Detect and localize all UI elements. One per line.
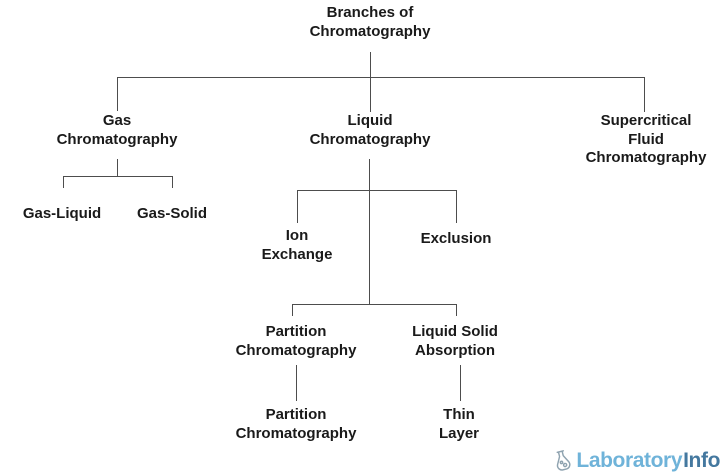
node-thin-layer: Thin Layer bbox=[438, 406, 480, 442]
connector-partition2-stem bbox=[296, 365, 297, 401]
node-partition-chromatography: Partition Chromatography bbox=[235, 323, 357, 359]
connector-gas-liquid-drop bbox=[63, 176, 64, 188]
connector-gas-solid-drop bbox=[172, 176, 173, 188]
laboratoryinfo-watermark[interactable]: Laboratory Info bbox=[550, 448, 720, 473]
watermark-text-laboratory: Laboratory bbox=[576, 449, 683, 472]
connector-ion-exchange-drop bbox=[297, 190, 298, 223]
connector-gas-drop bbox=[117, 77, 118, 111]
connector-liquid-bracket-2 bbox=[292, 304, 457, 305]
node-liquid-solid-absorption: Liquid Solid Absorption bbox=[412, 323, 498, 359]
node-ion-exchange: Ion Exchange bbox=[261, 227, 333, 263]
connector-thin-layer-stem bbox=[460, 365, 461, 401]
node-gas-solid: Gas-Solid bbox=[136, 205, 208, 222]
connector-gas-stem bbox=[117, 159, 118, 177]
connector-main-horizontal bbox=[117, 77, 645, 78]
node-gas-liquid: Gas-Liquid bbox=[22, 205, 102, 222]
node-supercritical-fluid-chromatography: Supercritical Fluid Chromatography bbox=[585, 112, 707, 166]
connector-root-vertical bbox=[370, 52, 371, 112]
node-liquid-chromatography: Liquid Chromatography bbox=[309, 112, 431, 148]
flask-icon bbox=[550, 448, 575, 473]
connector-liquid-stem bbox=[369, 159, 370, 305]
connector-exclusion-drop bbox=[456, 190, 457, 223]
connector-partition-drop bbox=[292, 304, 293, 316]
connector-liquid-solid-drop bbox=[456, 304, 457, 316]
node-gas-chromatography: Gas Chromatography bbox=[56, 112, 178, 148]
node-branches-of-chromatography: Branches of Chromatography bbox=[309, 4, 431, 40]
connector-supercritical-drop bbox=[644, 77, 645, 112]
node-partition-chromatography-2: Partition Chromatography bbox=[235, 406, 357, 442]
connector-liquid-bracket-1 bbox=[297, 190, 457, 191]
connector-gas-bracket bbox=[63, 176, 173, 177]
watermark-text-info: Info bbox=[683, 449, 720, 472]
node-exclusion: Exclusion bbox=[420, 230, 492, 247]
